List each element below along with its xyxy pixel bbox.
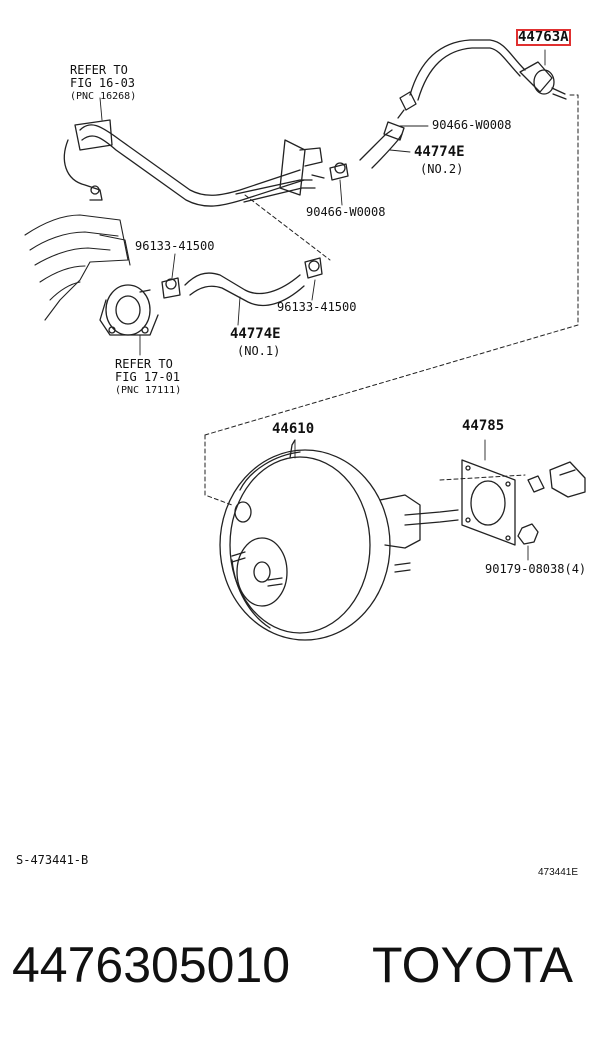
part-label-90179[interactable]: 90179-08038(4)	[485, 562, 587, 576]
part-label-90466-mid[interactable]: 90466-W0008	[306, 205, 386, 219]
vacuum-pipe	[79, 124, 316, 207]
refer-1701-line3: (PNC 17111)	[115, 385, 182, 396]
hose-no1	[184, 272, 305, 307]
pipe-bracket	[63, 119, 113, 201]
part-label-96133-right[interactable]: 96133-41500	[277, 300, 357, 314]
parts-diagram	[24, 39, 586, 641]
part-label-44785[interactable]: 44785	[462, 418, 505, 434]
gasket-44785	[461, 459, 516, 546]
refer-fig-16-03: REFER TO FIG 16-03 (PNC 16268)	[70, 64, 136, 103]
part-label-44774e-no1[interactable]: 44774E	[230, 326, 281, 342]
brand-caption: TOYOTA	[372, 937, 573, 993]
part-label-96133-left[interactable]: 96133-41500	[135, 239, 215, 253]
manifold-fitting	[99, 284, 159, 336]
part-label-44763[interactable]: 44763A	[516, 29, 571, 46]
part-label-44610[interactable]: 44610	[272, 421, 315, 437]
part-label-90466-top[interactable]: 90466-W0008	[432, 118, 512, 132]
part-label-44774e-no2[interactable]: 44774E	[414, 144, 465, 160]
refer-1603-line2: FIG 16-03	[70, 76, 136, 90]
clamp-90466	[329, 162, 349, 181]
refer-1603-line3: (PNC 16268)	[70, 91, 137, 102]
check-valve-44763	[519, 61, 567, 100]
dashed-guide-lines	[204, 94, 579, 506]
refer-1603-line1: REFER TO	[70, 63, 128, 77]
label-no2: (NO.2)	[420, 162, 464, 176]
clamp-96133-right	[304, 257, 323, 279]
refer-fig-17-01: REFER TO FIG 17-01 (PNC 17111)	[115, 358, 181, 397]
upper-vacuum-hose	[397, 39, 526, 119]
part-number-caption: 4476305010	[12, 937, 291, 993]
refer-1701-line1: REFER TO	[115, 357, 173, 371]
nut-90179	[517, 523, 539, 545]
diagram-ref-right: 473441E	[538, 867, 579, 878]
intake-manifold	[24, 214, 131, 321]
diagram-ref-left: S-473441-B	[16, 853, 89, 867]
leader-lines	[99, 49, 546, 561]
hose-no2	[359, 121, 405, 169]
refer-1701-line2: FIG 17-01	[115, 370, 181, 384]
pipe-union	[279, 139, 325, 196]
brake-booster-44610	[219, 439, 459, 641]
clamp-96133-left	[161, 277, 181, 299]
clevis	[527, 461, 586, 498]
label-no1: (NO.1)	[237, 344, 281, 358]
